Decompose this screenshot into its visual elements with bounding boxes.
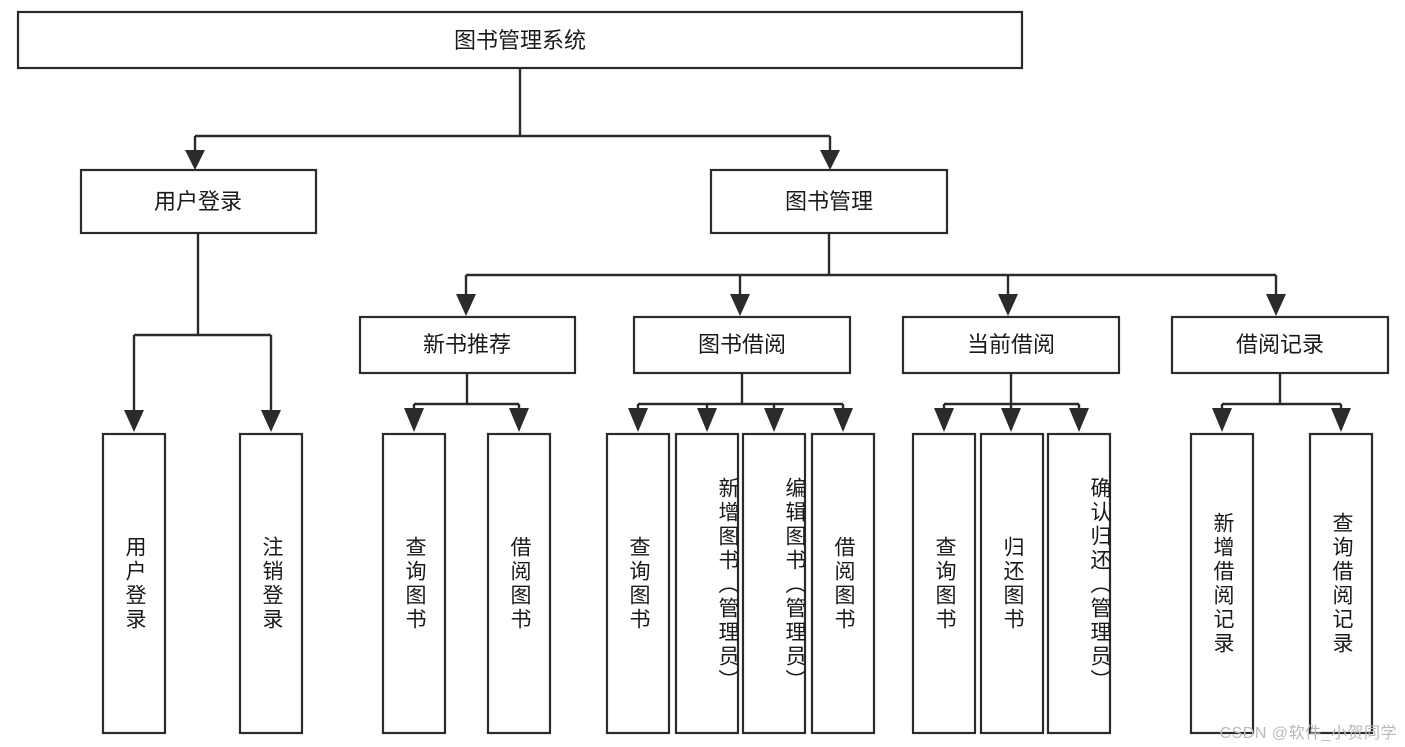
arrow-head-leaf-borrow-book-1	[509, 408, 529, 432]
arrow-head-leaf-query-record	[1331, 408, 1351, 432]
connector-group-root	[185, 68, 840, 170]
arrow-head-leaf-logout	[261, 410, 281, 432]
connector-group-current-borrow	[934, 373, 1089, 432]
node-book-manage-label: 图书管理	[785, 189, 873, 214]
connector-group-new-book-recommend	[404, 373, 529, 432]
node-leaf-confirm-return-box[interactable]	[1046, 432, 1112, 735]
arrow-head-leaf-borrow-book-2	[833, 408, 853, 432]
node-new-book-recommend-label: 新书推荐	[423, 332, 511, 357]
node-leaf-query-book-2-box[interactable]	[605, 432, 671, 735]
node-new-book-recommend-box[interactable]	[358, 315, 577, 375]
node-current-borrow-label: 当前借阅	[967, 332, 1055, 357]
node-user-login-label: 用户登录	[154, 189, 242, 214]
arrow-head-leaf-return-book	[1001, 408, 1021, 432]
arrow-head-leaf-query-book-3	[934, 408, 954, 432]
node-book-manage-box[interactable]	[709, 168, 949, 235]
arrow-head-book-borrow	[730, 294, 750, 316]
connector-group-user-login	[124, 233, 281, 432]
node-book-manage[interactable]: 图书管理	[709, 168, 949, 235]
node-current-borrow[interactable]: 当前借阅	[901, 315, 1121, 375]
arrow-head-leaf-query-book-2	[628, 408, 648, 432]
arrow-head-current-borrow	[998, 294, 1018, 316]
node-current-borrow-box[interactable]	[901, 315, 1121, 375]
arrow-head-new-book-recommend	[456, 294, 476, 316]
node-leaf-edit-book-box[interactable]	[741, 432, 807, 735]
node-book-borrow[interactable]: 图书借阅	[632, 315, 852, 375]
node-leaf-add-book-box[interactable]	[674, 432, 740, 735]
node-user-login-box[interactable]	[79, 168, 318, 235]
node-leaf-borrow-book-1-box[interactable]	[486, 432, 552, 735]
node-root[interactable]: 图书管理系统	[16, 10, 1024, 70]
arrow-head-book-manage	[820, 150, 840, 170]
node-book-borrow-box[interactable]	[632, 315, 852, 375]
arrow-head-leaf-query-book-1	[404, 408, 424, 432]
node-borrow-record-label: 借阅记录	[1236, 332, 1324, 357]
node-new-book-recommend[interactable]: 新书推荐	[358, 315, 577, 375]
csdn-watermark: CSDN @软件_小贺同学	[1219, 725, 1397, 742]
arrow-head-leaf-add-record	[1212, 408, 1232, 432]
node-borrow-record-box[interactable]	[1170, 315, 1390, 375]
node-leaf-query-record-box[interactable]	[1308, 432, 1374, 735]
node-borrow-record[interactable]: 借阅记录	[1170, 315, 1390, 375]
node-book-borrow-label: 图书借阅	[698, 332, 786, 357]
arrow-head-user-login	[185, 150, 205, 170]
node-leaf-query-book-3-box[interactable]	[911, 432, 977, 735]
node-leaf-query-book-1-box[interactable]	[381, 432, 447, 735]
arrow-head-leaf-confirm-return	[1069, 408, 1089, 432]
arrow-head-borrow-record	[1266, 294, 1286, 316]
node-user-login[interactable]: 用户登录	[79, 168, 318, 235]
node-leaf-add-record-box[interactable]	[1189, 432, 1255, 735]
node-leaf-user-login-box[interactable]	[101, 432, 167, 735]
arrow-head-leaf-add-book	[697, 408, 717, 432]
connector-group-book-borrow	[628, 373, 853, 432]
node-leaf-borrow-book-2-box[interactable]	[810, 432, 876, 735]
connector-group-borrow-record	[1212, 373, 1351, 432]
node-root-box[interactable]	[16, 10, 1024, 70]
node-root-label: 图书管理系统	[454, 28, 586, 53]
arrow-head-leaf-user-login	[124, 410, 144, 432]
connector-group-book-manage	[456, 233, 1286, 316]
node-leaf-logout-box[interactable]	[238, 432, 304, 735]
arrow-head-leaf-edit-book	[764, 408, 784, 432]
node-leaf-return-book-box[interactable]	[979, 432, 1045, 735]
